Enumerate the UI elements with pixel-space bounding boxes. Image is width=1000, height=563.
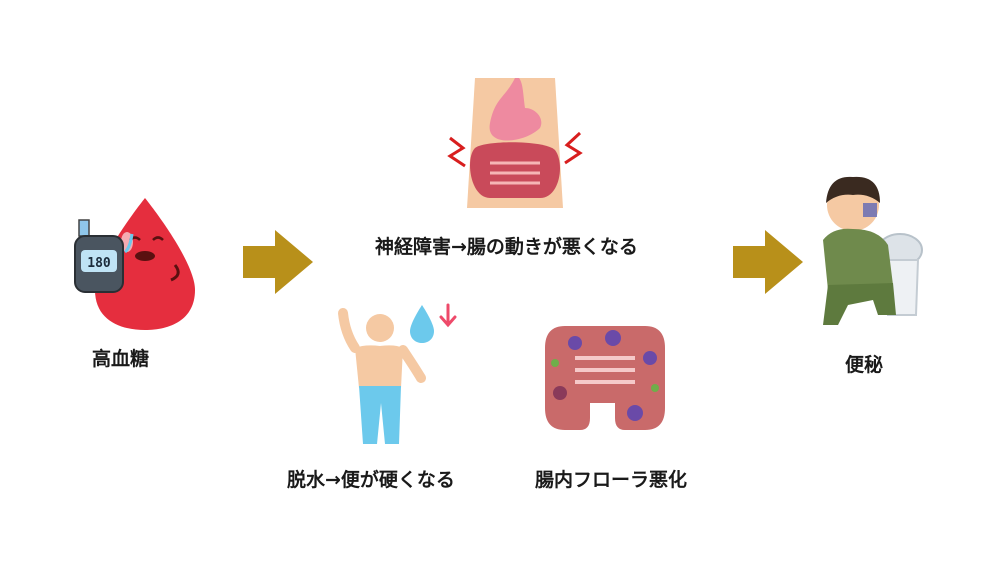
label-dehydration: 脱水→便が硬くなる bbox=[287, 469, 455, 491]
meter-reading: 180 bbox=[87, 256, 111, 271]
intestine-bacteria-icon bbox=[545, 326, 665, 430]
stomach-intestine-icon bbox=[447, 78, 583, 208]
water-drop-icon bbox=[410, 303, 457, 343]
glucose-meter-icon: 180 bbox=[74, 219, 124, 293]
arrow-right-icon bbox=[243, 230, 313, 294]
label-flora: 腸内フローラ悪化 bbox=[535, 469, 688, 491]
label-constipation: 便秘 bbox=[845, 354, 884, 376]
arrow-right-icon bbox=[733, 230, 803, 294]
label-nerve: 神経障害→腸の動きが悪くなる bbox=[375, 236, 638, 258]
person-icon bbox=[338, 308, 426, 444]
toilet-person-icon bbox=[823, 176, 923, 325]
label-high-blood-sugar: 高血糖 bbox=[92, 348, 150, 370]
